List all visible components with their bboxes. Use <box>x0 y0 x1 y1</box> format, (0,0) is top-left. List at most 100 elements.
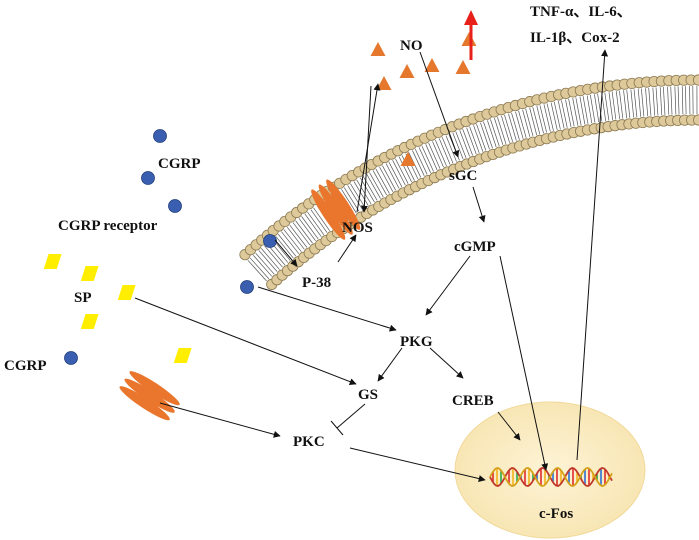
labels: NO TNF-α、IL-6、 IL-1β、Cox-2 CGRP CGRP rec… <box>4 4 632 522</box>
lipid-tail <box>532 106 541 135</box>
label-pkc: PKC <box>293 434 325 450</box>
lipid-tail <box>298 218 316 242</box>
arrow-pkg-to-gs <box>377 347 403 382</box>
receptor-subunit <box>326 179 361 230</box>
lipid-tail <box>480 122 490 150</box>
arrow-p38-to-nos <box>337 234 357 263</box>
lipid-tail <box>466 127 477 155</box>
label-sgc: sGC <box>449 168 477 184</box>
lipid-tail <box>369 172 384 198</box>
arrow-sp-to-gs <box>134 297 357 385</box>
lipid-tail <box>589 94 596 123</box>
lipid-tail <box>452 132 464 160</box>
lipid-tail <box>619 90 624 119</box>
lipid-tail <box>281 231 300 254</box>
receptor-subunit <box>311 189 346 240</box>
label-creb: CREB <box>452 393 494 409</box>
lipid-tail <box>553 101 561 130</box>
inhibition-bar <box>330 420 344 436</box>
lipid-tail <box>501 115 510 143</box>
receptor-subunit <box>318 184 353 235</box>
lipid-tail <box>462 129 473 156</box>
lipid-tail <box>633 89 638 118</box>
lipid-tail <box>572 98 579 126</box>
arrow-cfos-to-cytokines <box>576 49 609 461</box>
lipid-tail <box>677 86 680 115</box>
lipid-tail <box>568 98 575 127</box>
lipid-tail <box>586 95 593 124</box>
lipid-tail <box>375 168 390 194</box>
label-c-fos: c-Fos <box>539 506 573 522</box>
no-molecule <box>461 32 477 46</box>
lipid-tail <box>615 91 621 120</box>
arrow-receptor-to-p38 <box>274 239 298 267</box>
lipid-tail <box>253 255 273 277</box>
lipid-tail <box>652 87 656 116</box>
lipid-tail <box>350 183 366 208</box>
label-cytokines-line1: TNF-α、IL-6、 <box>530 4 632 20</box>
lipid-tail <box>289 224 308 248</box>
lipid-tail <box>379 166 394 192</box>
lipid-tail <box>557 100 565 129</box>
cgrp-molecule <box>168 199 182 213</box>
label-cgrp-receptor: CGRP receptor <box>58 218 158 234</box>
lipid-tail <box>301 216 319 240</box>
lipid-tail <box>275 236 294 259</box>
lipid-tail <box>504 114 513 142</box>
lipid-tail <box>655 87 659 116</box>
lipid-tail <box>575 97 582 126</box>
dna-strand <box>489 467 613 487</box>
dna-strand <box>489 467 613 487</box>
lipid-tail <box>582 96 589 124</box>
receptor-subunit <box>124 378 175 413</box>
label-cytokines-line2: IL-1β、Cox-2 <box>530 30 620 46</box>
lipid-tail <box>529 107 538 136</box>
no-molecule <box>400 152 416 166</box>
sp-molecule <box>43 254 62 269</box>
lipid-tail <box>353 181 369 206</box>
label-cgrp-top: CGRP <box>158 156 201 172</box>
arrow-pkg-to-creb <box>429 347 464 379</box>
lipid-tail <box>579 96 586 125</box>
lipid-tail <box>428 142 441 169</box>
lipid-tail <box>522 109 531 137</box>
lipid-tail <box>313 207 330 231</box>
lipid-tail <box>663 86 666 115</box>
lipid-tail <box>412 150 425 176</box>
lipid-tail <box>372 170 387 196</box>
lipid-tail <box>601 93 607 121</box>
lipid-tail <box>258 250 278 272</box>
receptor-subunit <box>129 371 180 406</box>
no-molecule <box>399 64 415 78</box>
lipid-tail <box>511 112 520 140</box>
cgrp-molecule <box>64 351 78 365</box>
lipid-tail <box>645 88 649 117</box>
lipid-tail <box>310 209 328 233</box>
sp-molecule <box>173 348 192 363</box>
arrow-receptor-to-pkc <box>159 402 281 438</box>
lipid-tail <box>249 257 270 280</box>
lipid-tail <box>597 93 603 122</box>
arrow-cgrp-to-pkg <box>257 286 397 332</box>
cgrp-molecule <box>263 234 277 248</box>
lipid-tail <box>441 137 454 164</box>
label-p38: P-38 <box>302 275 331 291</box>
lipid-tail <box>476 124 487 151</box>
no-molecule <box>370 42 386 56</box>
upregulation-arrow <box>464 10 478 60</box>
pathway-arrows <box>134 49 609 482</box>
arrow-sgc-to-cgmp <box>472 186 486 223</box>
lipid-tail <box>247 259 267 282</box>
lipid-tail <box>356 179 372 205</box>
cgrp-receptors <box>119 179 361 421</box>
label-no: NO <box>400 38 423 54</box>
lipid-tail <box>473 125 484 152</box>
lipid-tail <box>469 126 480 154</box>
cgrp-molecule <box>141 171 155 185</box>
molecules <box>43 32 477 365</box>
lipid-tail <box>366 173 381 199</box>
lipid-tail <box>438 138 451 165</box>
lipid-tail <box>341 189 357 214</box>
label-nos: NOS <box>342 220 373 236</box>
